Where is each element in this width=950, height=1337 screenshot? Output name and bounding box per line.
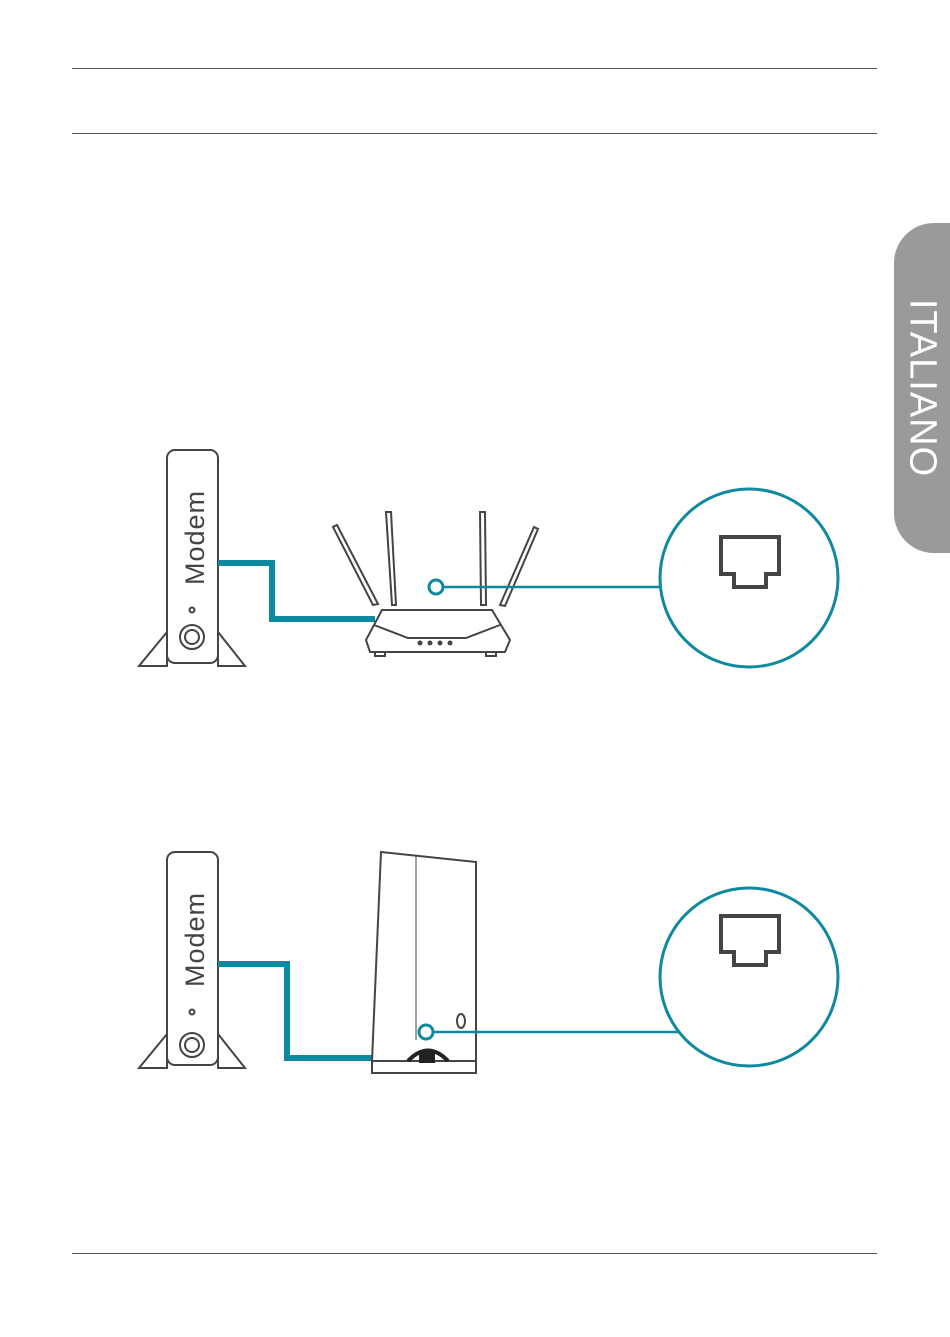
ethernet-cable — [218, 563, 375, 619]
header-rule-bottom — [72, 133, 877, 134]
ethernet-port-callout-2 — [419, 888, 838, 1066]
modem-label: Modem — [180, 490, 210, 585]
header-rule-top — [72, 68, 877, 69]
figure-modem-router: Modem — [0, 440, 870, 680]
language-label: ITALIANO — [901, 299, 944, 477]
figure-modem-tower: Modem — [0, 840, 870, 1080]
modem-label-2: Modem — [180, 892, 210, 987]
footer-rule — [72, 1253, 877, 1254]
